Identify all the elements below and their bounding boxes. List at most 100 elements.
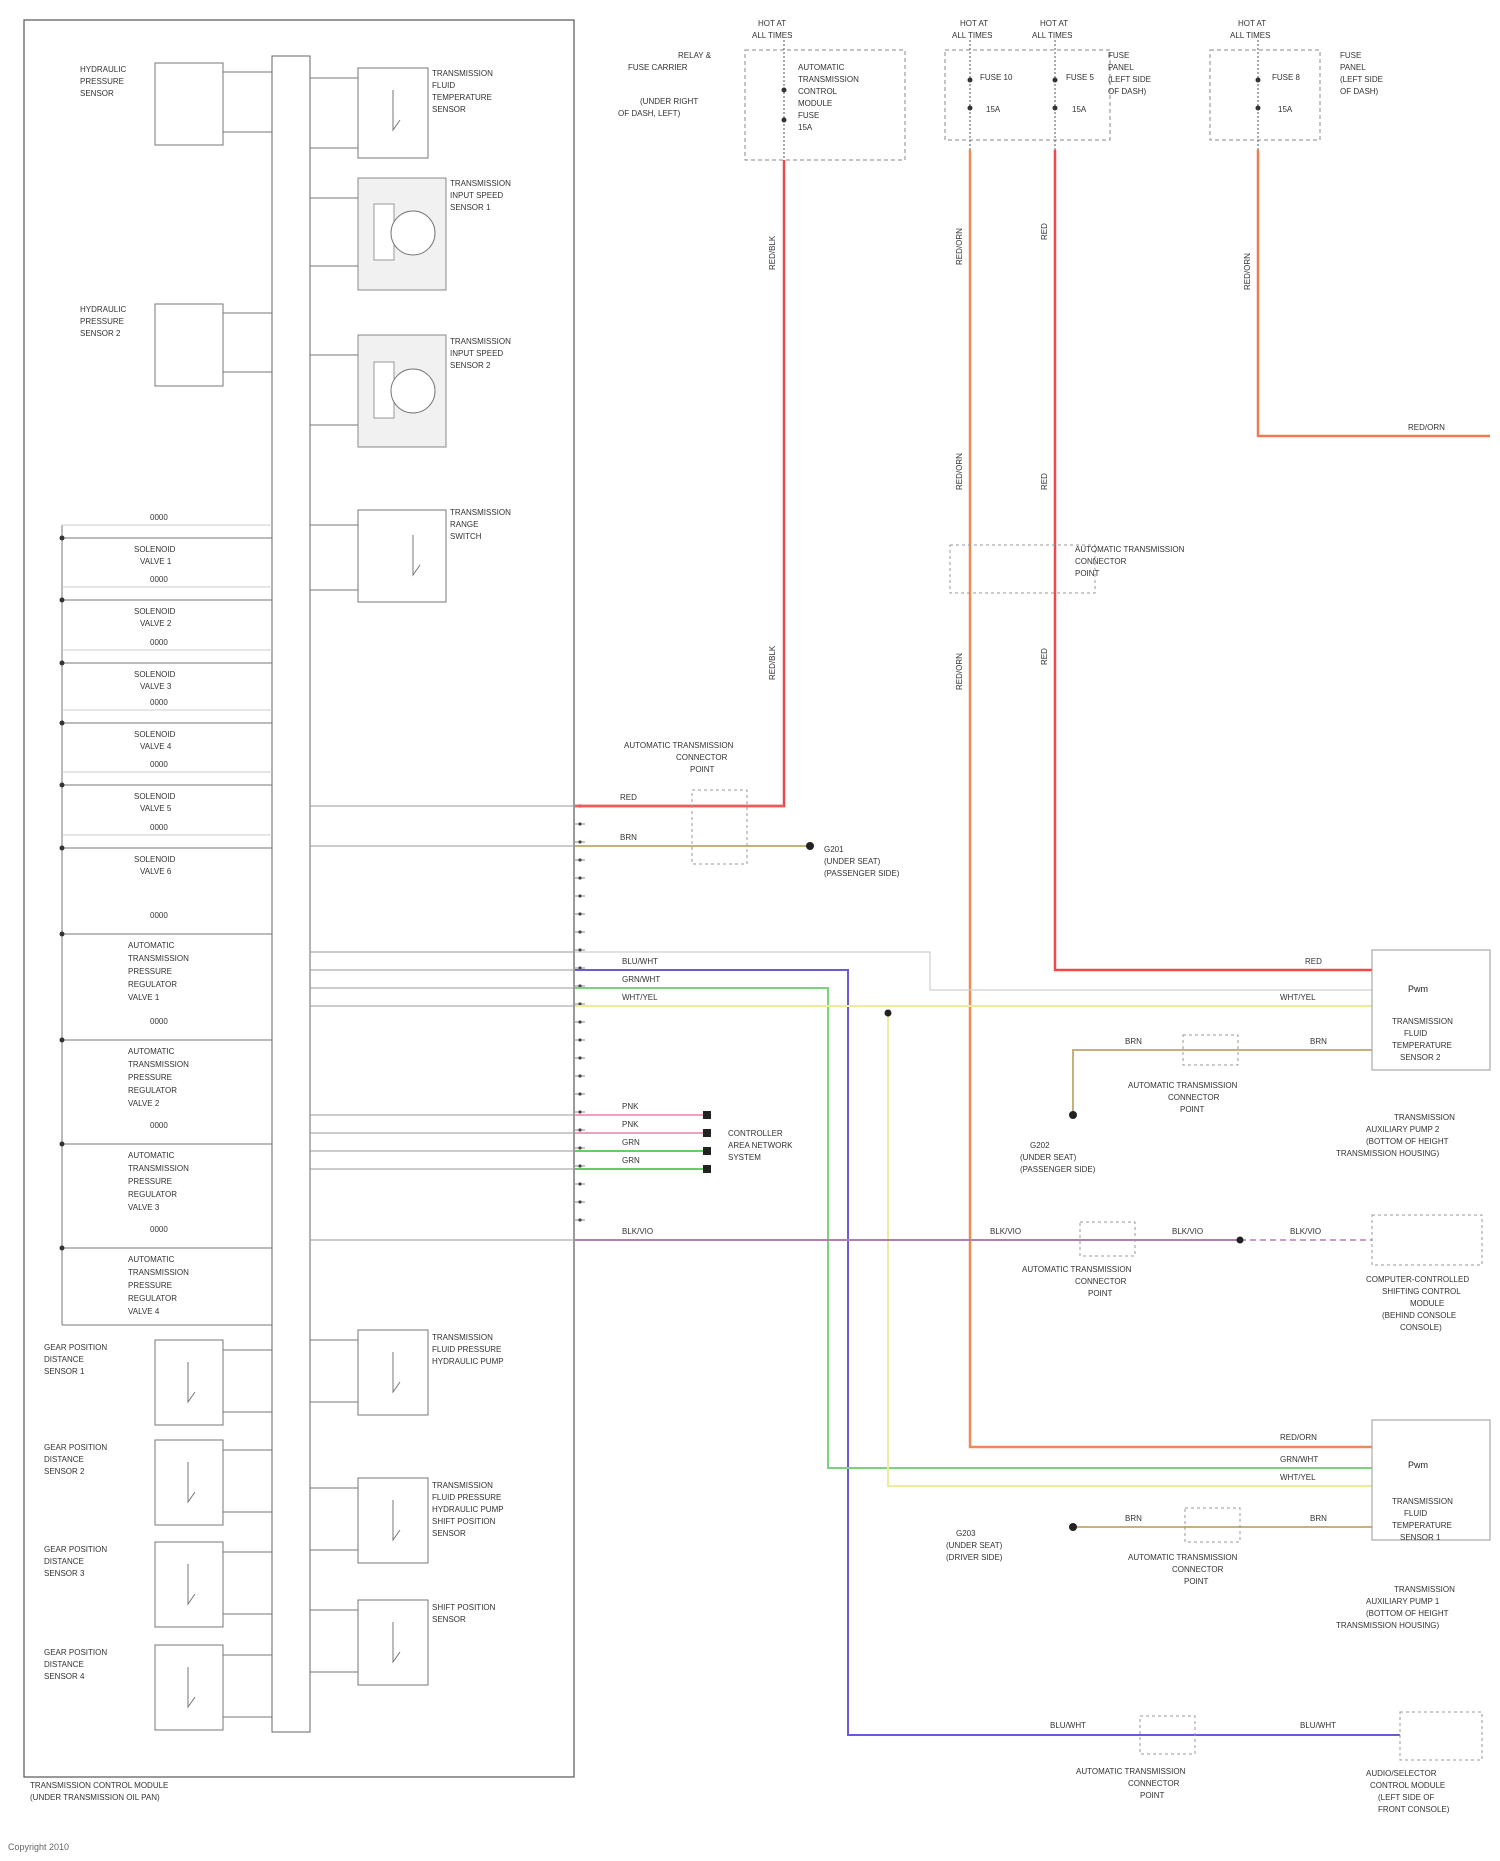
regulator-name: REGULATOR [128, 1086, 177, 1095]
splice-violet [1237, 1237, 1244, 1244]
regulator-3: 0000AUTOMATICTRANSMISSIONPRESSUREREGULAT… [60, 1121, 273, 1212]
svg-text:AUDIO/SELECTOR: AUDIO/SELECTOR [1366, 1769, 1437, 1778]
svg-text:ALL TIMES: ALL TIMES [1032, 31, 1072, 40]
regulator-name: PRESSURE [128, 1177, 172, 1186]
regulator-name: AUTOMATIC [128, 941, 175, 950]
connector-inline-a: AUTOMATIC TRANSMISSION CONNECTOR POINT G… [1020, 1035, 1238, 1174]
fluid-temp-sensor: TRANSMISSION FLUID TEMPERATURE SENSOR [310, 68, 493, 158]
regulator-code: 0000 [150, 1121, 168, 1130]
label-blue-c: BLU/WHT [1300, 1721, 1336, 1730]
tcm-connector-pins [575, 804, 585, 1221]
wire-red-orange [970, 150, 1372, 1447]
svg-text:POINT: POINT [1184, 1577, 1209, 1586]
label-red-black-2: RED/BLK [768, 645, 777, 680]
gear-sensor-name: SENSOR 3 [44, 1569, 85, 1578]
label-violet-d: BLK/VIO [1290, 1227, 1321, 1236]
solenoid-name: VALVE 2 [140, 619, 172, 628]
regulator-name: VALVE 3 [128, 1203, 160, 1212]
svg-text:AUTOMATIC: AUTOMATIC [798, 63, 845, 72]
svg-text:PANEL: PANEL [1340, 63, 1366, 72]
svg-text:CONSOLE): CONSOLE) [1400, 1323, 1442, 1332]
svg-text:RANGE: RANGE [450, 520, 478, 529]
regulator-name: PRESSURE [128, 1281, 172, 1290]
label-green-b: GRN/WHT [1280, 1455, 1318, 1464]
wire-red-orange-2 [1258, 150, 1490, 436]
pressure-sensor-1: HYDRAULIC PRESSURE SENSOR [80, 63, 272, 145]
svg-text:(UNDER SEAT): (UNDER SEAT) [824, 857, 881, 866]
svg-text:(LEFT SIDE OF: (LEFT SIDE OF [1378, 1793, 1434, 1802]
gear-position-sensor-2: GEAR POSITIONDISTANCESENSOR 2 [44, 1440, 272, 1525]
svg-text:CONNECTOR: CONNECTOR [676, 753, 728, 762]
svg-text:FUSE 5: FUSE 5 [1066, 73, 1095, 82]
solenoid-6: 0000SOLENOIDVALVE 6 [60, 823, 273, 876]
label-brown-b: BRN [1310, 1037, 1327, 1046]
gear-position-sensor-4: GEAR POSITIONDISTANCESENSOR 4 [44, 1645, 272, 1730]
gear-sensor-name: DISTANCE [44, 1660, 84, 1669]
regulator-code: 0000 [150, 1225, 168, 1234]
svg-text:G203: G203 [956, 1529, 976, 1538]
svg-text:15A: 15A [986, 105, 1001, 114]
inner-sensor-name: FLUID PRESSURE [432, 1345, 501, 1354]
solenoid-5: 0000SOLENOIDVALVE 5 [60, 760, 273, 813]
svg-text:ALL TIMES: ALL TIMES [952, 31, 992, 40]
label-red-black: RED/BLK [768, 235, 777, 270]
inner-sensor-3: SHIFT POSITIONSENSOR [310, 1600, 496, 1685]
svg-text:TRANSMISSION: TRANSMISSION [1392, 1017, 1453, 1026]
label-yellow-b: WHT/YEL [1280, 993, 1316, 1002]
svg-text:TEMPERATURE: TEMPERATURE [1392, 1041, 1452, 1050]
svg-text:MODULE: MODULE [1410, 1299, 1444, 1308]
svg-text:CONNECTOR: CONNECTOR [1075, 557, 1127, 566]
can-wires: CONTROLLER AREA NETWORK SYSTEM PNK PNK G… [575, 1102, 793, 1173]
svg-text:GRN: GRN [622, 1138, 640, 1147]
regulator-4: 0000AUTOMATICTRANSMISSIONPRESSUREREGULAT… [60, 1225, 273, 1316]
svg-text:SENSOR 1: SENSOR 1 [1400, 1533, 1441, 1542]
inner-sensor-name: TRANSMISSION [432, 1481, 493, 1490]
pressure-sensor-2: HYDRAULIC PRESSURE SENSOR 2 [80, 304, 272, 386]
solenoid-name: VALVE 4 [140, 742, 172, 751]
svg-text:POINT: POINT [1180, 1105, 1205, 1114]
svg-text:15A: 15A [1278, 105, 1293, 114]
solenoid-name: VALVE 1 [140, 557, 172, 566]
svg-text:SENSOR: SENSOR [80, 89, 114, 98]
svg-text:(BOTTOM OF HEIGHT: (BOTTOM OF HEIGHT [1366, 1137, 1449, 1146]
inner-sensor-name: HYDRAULIC PUMP [432, 1505, 504, 1514]
svg-text:FUSE 8: FUSE 8 [1272, 73, 1301, 82]
regulator-2: 0000AUTOMATICTRANSMISSIONPRESSUREREGULAT… [60, 1017, 273, 1108]
label-brown-d: BRN [1310, 1514, 1327, 1523]
svg-text:(UNDER RIGHT: (UNDER RIGHT [640, 97, 698, 106]
inner-sensor-name: SHIFT POSITION [432, 1517, 496, 1526]
inner-sensor-group: TRANSMISSION FLUID PRESSURE HYDRAULIC PUMP… [310, 1330, 504, 1685]
svg-text:FUSE: FUSE [798, 111, 819, 120]
svg-text:HYDRAULIC: HYDRAULIC [80, 65, 126, 74]
svg-text:HOT AT: HOT AT [1040, 19, 1068, 28]
svg-text:TRANSMISSION: TRANSMISSION [450, 179, 511, 188]
solenoid-name: SOLENOID [134, 730, 176, 739]
relay-fuse-carrier: HOT AT ALL TIMES RELAY & FUSE CARRIER (U… [618, 19, 905, 160]
solenoid-name: VALVE 6 [140, 867, 172, 876]
gear-sensor-name: GEAR POSITION [44, 1545, 107, 1554]
label-yellow-c: WHT/YEL [1280, 1473, 1316, 1482]
svg-text:FLUID: FLUID [1404, 1509, 1427, 1518]
regulator-name: AUTOMATIC [128, 1151, 175, 1160]
svg-text:FRONT CONSOLE): FRONT CONSOLE) [1378, 1805, 1450, 1814]
svg-text:AREA NETWORK: AREA NETWORK [728, 1141, 793, 1150]
svg-text:PRESSURE: PRESSURE [80, 317, 124, 326]
fuse-panel-single: HOT AT ALL TIMES FUSE 8 15A FUSE PANEL (… [1210, 19, 1383, 150]
svg-text:CONNECTOR: CONNECTOR [1168, 1093, 1220, 1102]
svg-text:CONTROL: CONTROL [798, 87, 838, 96]
solenoid-code: 0000 [150, 698, 168, 707]
solenoid-code: 0000 [150, 638, 168, 647]
label-orange-c: RED/ORN [955, 653, 964, 690]
label-orange-d: RED/ORN [1243, 253, 1252, 290]
regulator-name: REGULATOR [128, 980, 177, 989]
svg-text:FUSE CARRIER: FUSE CARRIER [628, 63, 688, 72]
ground-g2 [1069, 1111, 1077, 1119]
svg-text:TRANSMISSION: TRANSMISSION [1392, 1497, 1453, 1506]
svg-text:HOT AT: HOT AT [960, 19, 988, 28]
label-orange-b: RED/ORN [955, 453, 964, 490]
gear-sensor-name: SENSOR 1 [44, 1367, 85, 1376]
svg-text:SWITCH: SWITCH [450, 532, 482, 541]
solenoid-code: 0000 [150, 513, 168, 522]
inner-sensor-name: SENSOR [432, 1615, 466, 1624]
